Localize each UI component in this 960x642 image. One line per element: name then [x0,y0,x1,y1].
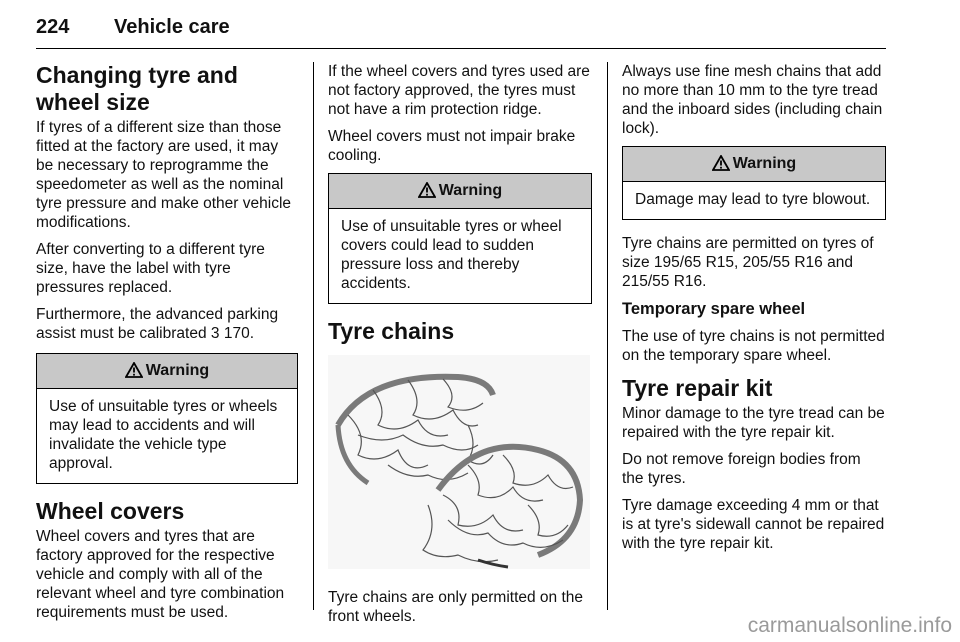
watermark: carmanualsonline.info [747,614,952,637]
paragraph: If tyres of a different size than those … [36,119,292,231]
warning-box: Warning Damage may lead to tyre blowout. [622,146,886,220]
heading-changing-tyre: Changing tyre and wheel size [36,62,238,115]
paragraph: Wheel covers must not impair brake cooli… [328,128,576,164]
column-divider-1 [313,62,314,610]
warning-header: Warning [37,354,297,389]
paragraph: Tyre damage exceeding 4 mm or that is at… [622,497,885,552]
page-reference[interactable]: 170. [223,325,254,342]
page-header: 224 Vehicle care [36,10,886,50]
subheading-temporary-spare-wheel: Temporary spare wheel [622,300,806,318]
paragraph-with-reference: Furthermore, the advanced parking assist… [36,305,298,343]
page-reference-arrow-icon: 3 [210,325,220,342]
warning-triangle-icon [417,182,436,198]
paragraph: Always use fine mesh chains that add no … [622,63,883,137]
warning-header: Warning [329,174,591,209]
warning-text: Use of unsuitable tyres or wheel covers … [341,218,562,292]
heading-tyre-repair-kit: Tyre repair kit [622,375,773,401]
section-title: Vehicle care [114,16,230,38]
paragraph: Tyre chains are permitted on tyres of si… [622,235,874,290]
column-3: Always use fine mesh chains that add no … [622,62,886,561]
paragraph: Minor damage to the tyre tread can be re… [622,405,885,441]
column-1: Changing tyre and wheel size If tyres of… [36,62,298,630]
column-2: If the wheel covers and tyres used are n… [328,62,592,634]
tyre-chains-illustration [328,355,590,569]
warning-title: Warning [732,155,797,172]
warning-box: Warning Use of unsuitable tyres or wheel… [36,353,298,484]
warning-title: Warning [145,362,210,379]
warning-title: Warning [438,182,503,199]
warning-triangle-icon [711,155,730,171]
warning-header: Warning [623,147,885,182]
paragraph: The use of tyre chains is not permitted … [622,328,885,364]
warning-text: Use of unsuitable tyres or wheels may le… [49,398,278,472]
column-divider-2 [607,62,608,610]
paragraph: If the wheel covers and tyres used are n… [328,63,590,118]
paragraph: Tyre chains are only permitted on the fr… [328,589,584,625]
paragraph: Wheel covers and tyres that are factory … [36,528,285,621]
heading-wheel-covers: Wheel covers [36,498,185,524]
heading-tyre-chains: Tyre chains [328,318,455,344]
paragraph: Do not remove foreign bodies from the ty… [622,451,861,487]
paragraph: After converting to a different tyre siz… [36,241,265,296]
page-number: 224 [36,16,70,38]
warning-text: Damage may lead to tyre blowout. [635,191,871,208]
header-rule [36,48,886,49]
warning-triangle-icon [124,362,143,378]
warning-box: Warning Use of unsuitable tyres or wheel… [328,173,592,304]
paragraph-text: Furthermore, the advanced parking assist… [36,306,279,342]
